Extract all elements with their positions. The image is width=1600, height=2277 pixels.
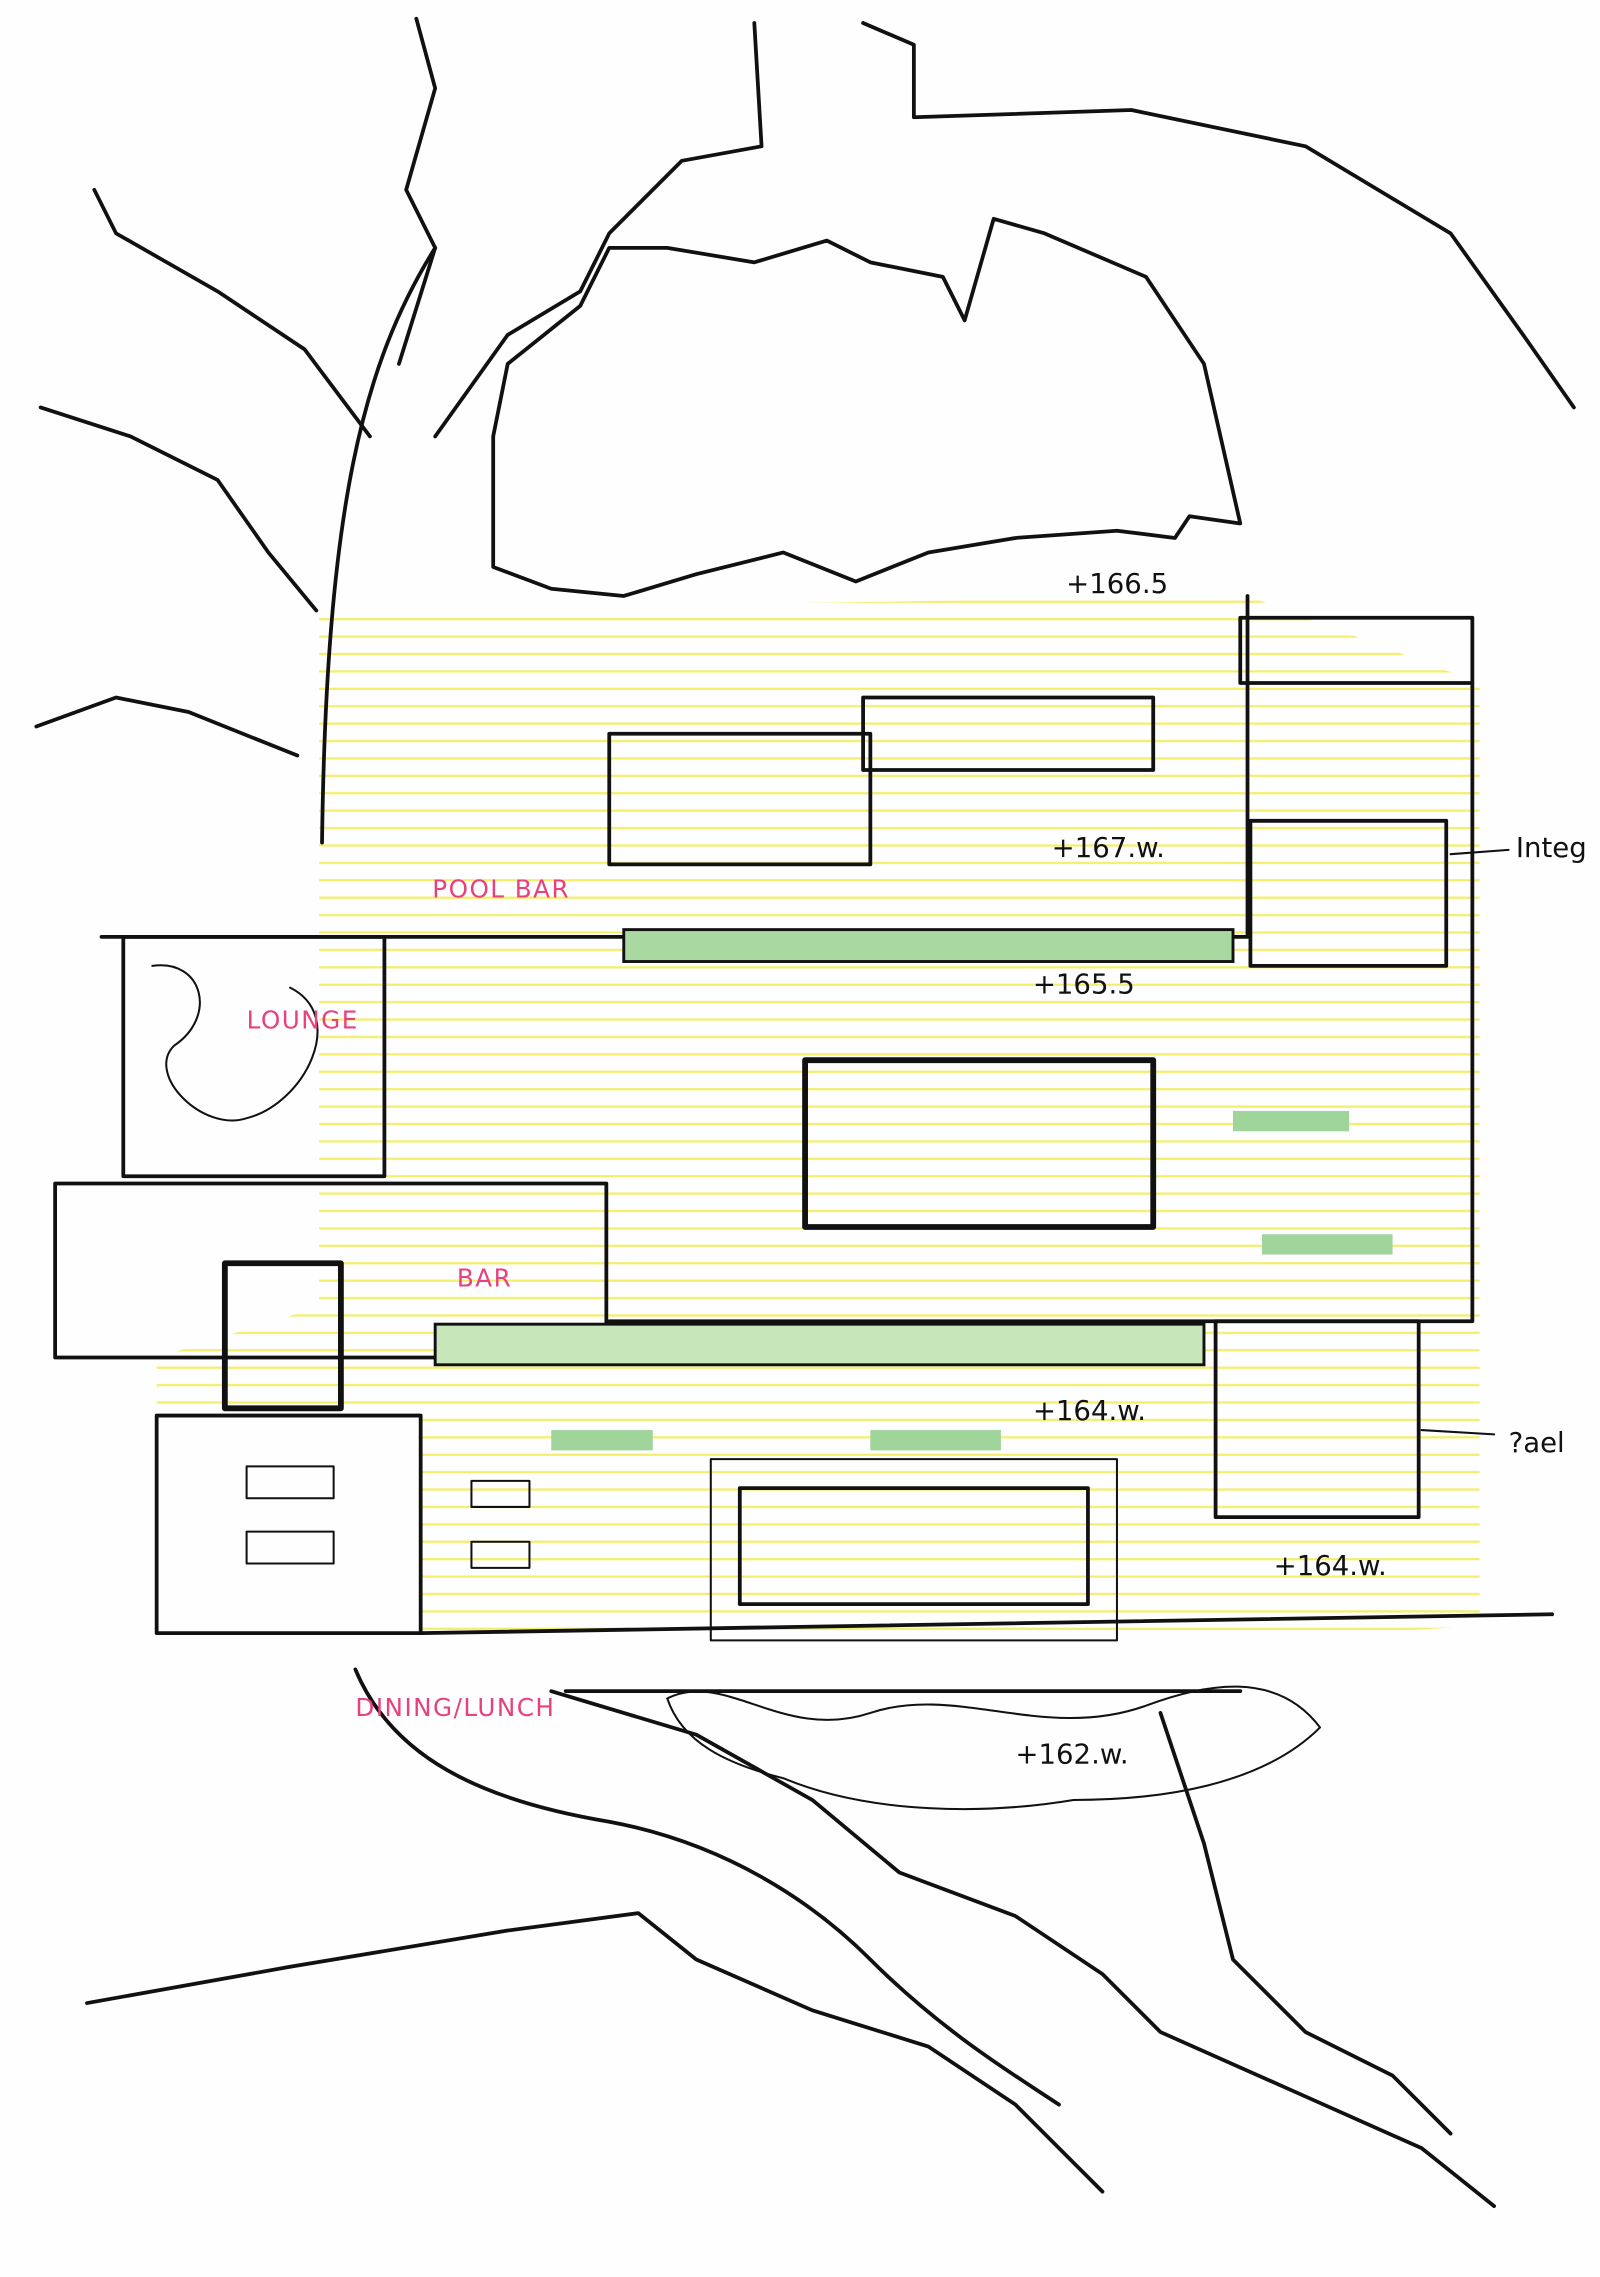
level-lower-right: +164.w. [1274,1550,1387,1582]
annotation-right-lower: ?ael [1509,1427,1565,1459]
planters [433,928,1393,1811]
label-pool-bar: POOL BAR [432,875,570,904]
upper-pool [802,1057,1157,1230]
level-lower-terrace: +164.w. [1033,1395,1146,1427]
buildings [53,594,1555,1694]
lower-pool [737,1486,1090,1607]
terrace-area [156,595,1480,1641]
label-dining: DINING/LUNCH [355,1693,555,1722]
label-lounge: LOUNGE [247,1005,359,1034]
level-upper-terrace: +167.w. [1052,832,1165,864]
label-bar: BAR [457,1263,512,1292]
level-mid-terrace: +165.5 [1033,968,1135,1000]
contour-lines [34,16,1576,2209]
level-top: +166.5 [1066,568,1168,600]
level-bottom: +162.w. [1015,1739,1128,1771]
annotation-right-upper: Integ [1516,832,1587,864]
lake [491,216,1243,598]
